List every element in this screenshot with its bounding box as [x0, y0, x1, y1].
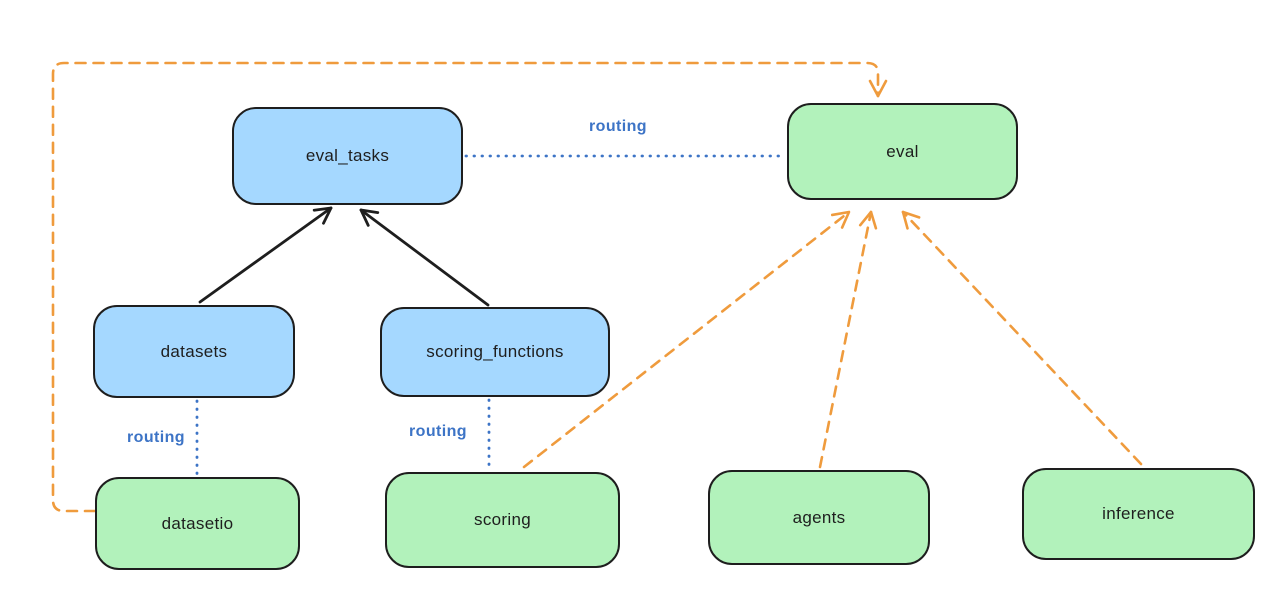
node-agents: agents: [708, 470, 930, 565]
node-datasetio: datasetio: [95, 477, 300, 570]
edge-datasetio-to-eval: [51, 61, 888, 513]
edge-label-routing-scoring-functions-scoring: routing: [409, 423, 467, 440]
node-label-agents: agents: [792, 507, 846, 527]
node-label-inference: inference: [1102, 504, 1175, 523]
edge-scoring-functions-to-eval-tasks: [359, 208, 490, 307]
edge-label-routing-datasets-datasetio: routing: [127, 429, 185, 446]
node-label-scoring: scoring: [474, 510, 531, 529]
node-inference: inference: [1022, 468, 1255, 560]
edge-label-routing-eval-tasks-eval: routing: [589, 118, 647, 135]
node-label-eval: eval: [886, 141, 919, 161]
node-datasets: datasets: [93, 305, 295, 398]
edge-scoring-to-eval: [522, 210, 851, 469]
node-eval-tasks: eval_tasks: [232, 107, 463, 205]
node-eval: eval: [787, 103, 1018, 200]
edge-datasets-to-eval-tasks: [198, 206, 333, 304]
edge-inference-to-eval: [901, 210, 1143, 466]
node-scoring-functions: scoring_functions: [380, 307, 610, 397]
node-label-datasets: datasets: [160, 341, 228, 361]
edge-agents-to-eval: [818, 210, 878, 469]
node-label-datasetio: datasetio: [161, 513, 234, 533]
node-label-scoring-functions: scoring_functions: [426, 342, 564, 361]
node-label-eval-tasks: eval_tasks: [305, 146, 390, 165]
node-scoring: scoring: [385, 472, 620, 568]
